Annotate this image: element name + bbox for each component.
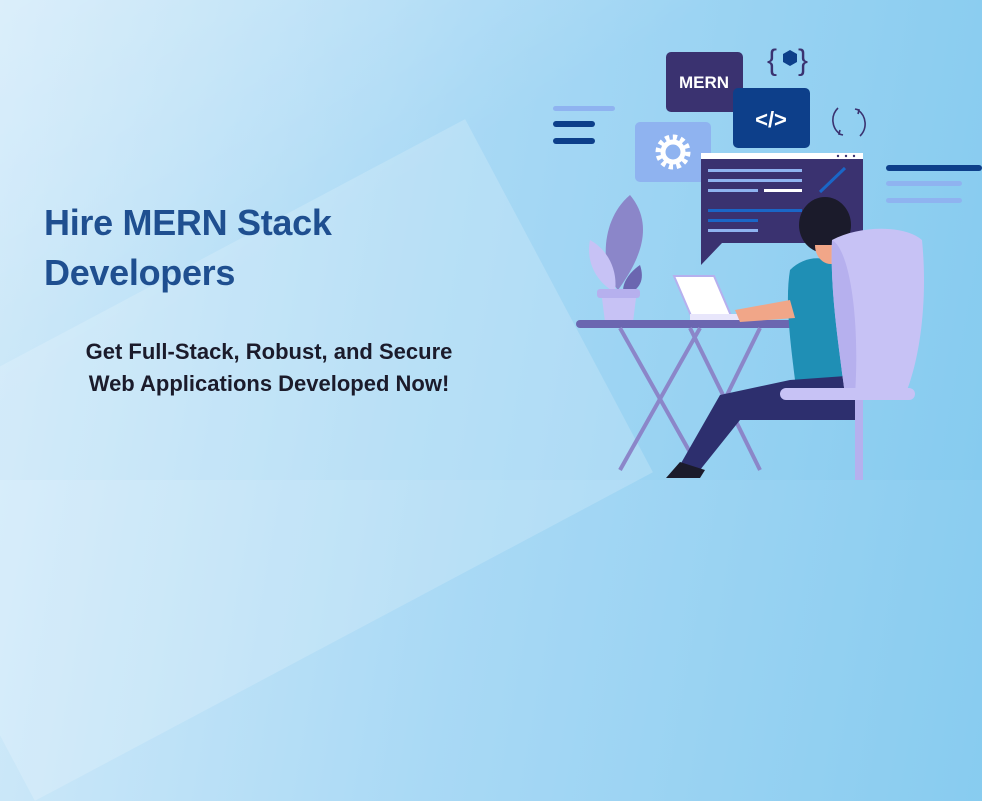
- developer-illustration: MERN </> { }: [553, 44, 982, 480]
- mern-badge-label: MERN: [679, 73, 729, 92]
- code-label: </>: [755, 107, 787, 132]
- mern-badge: MERN: [666, 52, 743, 112]
- braces-hexagon-icon: { }: [767, 44, 808, 77]
- laptop: [672, 275, 760, 320]
- svg-text:}: }: [798, 44, 808, 77]
- code-icon: </>: [733, 88, 810, 148]
- refresh-icon: [832, 107, 866, 137]
- menu-lines-icon: [553, 106, 615, 144]
- svg-text:{: {: [767, 44, 777, 77]
- plant-pot: [589, 195, 643, 322]
- title-line-2: Developers: [44, 252, 236, 293]
- page-title: Hire MERN Stack Developers: [44, 198, 332, 298]
- subtitle-line-2: Web Applications Developed Now!: [88, 371, 450, 396]
- title-line-1: Hire MERN Stack: [44, 202, 332, 243]
- chair: [780, 228, 925, 480]
- subtitle-line-1: Get Full-Stack, Robust, and Secure: [85, 339, 453, 364]
- text-lines-decoration: [886, 165, 982, 203]
- subtitle: Get Full-Stack, Robust, and Secure Web A…: [44, 336, 494, 400]
- gear-icon: [635, 122, 711, 182]
